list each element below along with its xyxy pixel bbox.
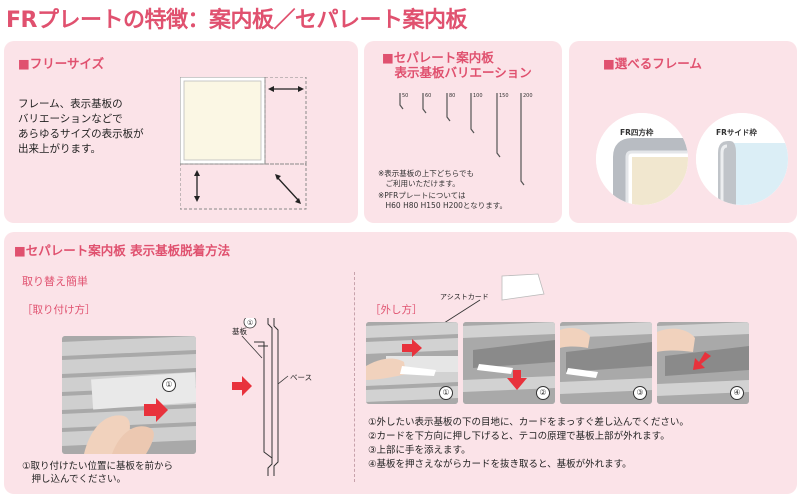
frame-label-square: FR四方枠 — [620, 128, 654, 137]
variation-heading-line2: 表示基板バリエーション — [382, 65, 532, 80]
assist-card-label: アシストカード — [440, 293, 489, 301]
attach-step-number: ① — [162, 378, 176, 392]
remove-step-number: ① — [439, 386, 453, 400]
method-subheading: 取り替え簡単 — [22, 275, 88, 288]
desc-line: あらゆるサイズの表示板が — [18, 128, 144, 140]
variation-notes: ※表示基板の上下どちらでも ご利用いただけます。 ※PFRプレートについては H… — [378, 169, 507, 211]
instruction-line: ②カードを下方向に押し下げると、テコの原理で基板上部が外れます。 — [368, 431, 670, 442]
arrow-diagonal — [276, 176, 300, 202]
cross-section-diagram: 基板 ベース ① — [232, 318, 312, 476]
caption-line: 押し込んでください。 — [22, 474, 127, 485]
page-title: FRプレートの特徴：案内板／セパレート案内板 — [6, 8, 467, 33]
method-heading: ■セパレート案内板 表示基板脱着方法 — [14, 243, 231, 258]
desc-line: バリエーションなどで — [18, 113, 123, 125]
instruction-line: ①外したい表示基板の下の目地に、カードをまっすぐ差し込んでください。 — [368, 417, 689, 428]
profile-50 — [399, 93, 404, 110]
variation-panel: ■セパレート案内板 表示基板バリエーション 50 60 80 100 150 2… — [364, 41, 562, 223]
variation-profiles: 50 60 80 100 150 200 — [399, 93, 533, 186]
desc-line: フレーム、表示基板の — [18, 98, 123, 110]
remove-photo-4: ④ — [657, 322, 749, 404]
size-label: 80 — [449, 93, 455, 99]
note-line: ご利用いただけます。 — [378, 179, 460, 188]
method-panel: ■セパレート案内板 表示基板脱着方法 取り替え簡単 ［取り付け方］ ① ①取り付… — [4, 232, 797, 494]
attach-photo-illustration — [62, 336, 196, 454]
attach-caption: ①取り付けたい位置に基板を前から 押し込んでください。 — [22, 460, 173, 486]
variation-heading: ■セパレート案内板 表示基板バリエーション — [382, 50, 532, 80]
dashed-extension-bottom — [180, 163, 307, 210]
diagram-step-number: ① — [247, 319, 253, 327]
attach-photo: ① — [62, 336, 196, 454]
size-label: 60 — [425, 93, 431, 99]
profile-200 — [520, 93, 525, 186]
size-label: 200 — [523, 93, 533, 99]
size-label: 100 — [473, 93, 483, 99]
insert-arrow — [232, 376, 252, 396]
size-label: 150 — [499, 93, 509, 99]
frames-heading: ■選べるフレーム — [603, 56, 702, 71]
variation-heading-line1: ■セパレート案内板 — [382, 50, 494, 65]
note-line: ※PFRプレートについては — [378, 191, 466, 200]
note-line: ※表示基板の上下どちらでも — [378, 169, 475, 178]
profile-60 — [422, 93, 427, 114]
assist-card-illustration — [501, 273, 545, 301]
caption-line: ①取り付けたい位置に基板を前から — [22, 461, 174, 472]
board-profile — [254, 341, 273, 459]
profile-80 — [446, 93, 451, 122]
frame-option-square[interactable]: FR四方枠 — [596, 113, 688, 205]
remove-instructions: ①外したい表示基板の下の目地に、カードをまっすぐ差し込んでください。 ②カードを… — [368, 416, 689, 472]
section-divider — [354, 272, 355, 482]
profile-100 — [470, 93, 475, 134]
frame-option-side[interactable]: FRサイド枠 — [696, 113, 788, 205]
frames-panel: ■選べるフレーム FR四方枠 FRサイド枠 — [569, 41, 797, 223]
remove-photo-2: ② — [463, 322, 555, 404]
free-size-description: フレーム、表示基板の バリエーションなどで あらゆるサイズの表示板が 出来上がり… — [18, 97, 188, 157]
diagram-label-base: ベース — [290, 373, 312, 382]
instruction-line: ③上部に手を添えます。 — [368, 445, 471, 456]
remove-photo-3: ③ — [560, 322, 652, 404]
diagram-label-board: 基板 — [232, 326, 247, 336]
remove-step-number: ③ — [633, 386, 647, 400]
desc-line: 出来上がります。 — [18, 143, 101, 155]
attach-title: ［取り付け方］ — [22, 304, 96, 316]
instruction-line: ④基板を押さえながらカードを抜き取ると、基板が外れます。 — [368, 459, 632, 470]
frame-label-side: FRサイド枠 — [716, 128, 757, 137]
remove-photo-1: ① — [366, 322, 458, 404]
board-face — [183, 80, 262, 161]
note-line: H60 H80 H150 H200となります。 — [378, 201, 507, 210]
size-label: 50 — [402, 93, 408, 99]
remove-step-number: ② — [536, 386, 550, 400]
remove-step-number: ④ — [730, 386, 744, 400]
square-frame-illustration — [596, 113, 688, 205]
free-size-heading: ■フリーサイズ — [18, 56, 105, 71]
dashed-extension-right — [264, 77, 307, 165]
remove-title: ［外し方］ — [370, 304, 423, 316]
profile-150 — [496, 93, 501, 158]
free-size-panel: ■フリーサイズ フレーム、表示基板の バリエーションなどで あらゆるサイズの表示… — [4, 41, 358, 223]
side-frame-illustration — [696, 113, 788, 205]
free-size-illustration — [180, 77, 307, 210]
